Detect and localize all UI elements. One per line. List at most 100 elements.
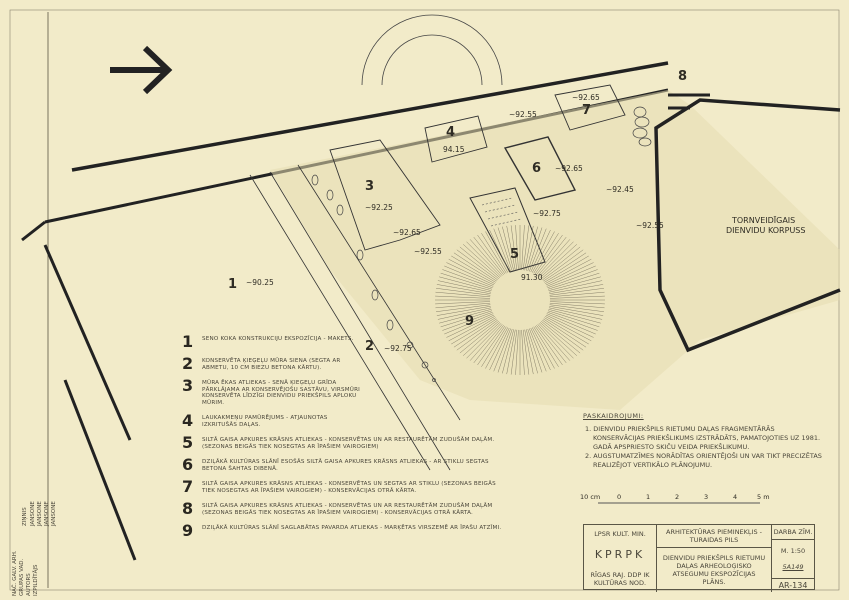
tower-building-outline [654, 98, 841, 353]
hatch-stroke [549, 306, 604, 316]
plan-number-4: 4 [446, 125, 455, 140]
post-holes [311, 174, 436, 382]
legend-item: 4 Laukakmeņu pamūrējums - atjaunotas izkr… [182, 411, 512, 430]
tower-arc-inner [381, 34, 483, 86]
hatch-stroke [529, 228, 547, 272]
hatch-stroke [546, 265, 596, 287]
tower-arc-outer [361, 14, 503, 86]
legend-number: 4 [182, 411, 194, 430]
hatch-stroke [510, 329, 518, 375]
hatch-stroke [545, 262, 594, 286]
elevation-mark: 94.15 [443, 145, 465, 154]
column-head: Darba zīm. [772, 525, 814, 540]
hatch-stroke [442, 312, 493, 331]
hatch-stroke [439, 309, 492, 324]
elevation-mark: ~92.65 [572, 93, 600, 102]
hatch-stroke [473, 236, 504, 275]
hatch-stroke [453, 252, 497, 282]
hatch-stroke [493, 328, 511, 372]
hatch-stroke [548, 307, 603, 320]
stamp-head: Ziņnis [22, 507, 28, 526]
plan-number-2: 2 [365, 339, 374, 354]
elevation-mark: ~92.75 [384, 344, 412, 353]
outer-wall-line [71, 61, 669, 172]
hatch-stroke [549, 288, 604, 296]
hatch-stroke [456, 249, 498, 281]
feature-3-outline [329, 139, 441, 251]
west-wall-line-2 [63, 379, 137, 561]
legend-item: 2Konservēta ķieģeļu mūra siena (segta ar… [182, 356, 512, 372]
legend-item: 7 Siltā gaisa apkures krāsns atliekas - k… [182, 477, 512, 496]
hatch-stroke [435, 302, 491, 309]
hatch-stroke [538, 323, 574, 359]
legend-text: Siltā gaisa apkures krāsns atliekas - ko… [202, 481, 496, 494]
legend-item: 9Dziļākā kultūras slānī saglabātas pavar… [182, 523, 512, 539]
legend-item: 6Dziļākā kultūras slānī esošās siltā gai… [182, 457, 512, 473]
legend-number: 7 [182, 477, 194, 496]
hatch-stroke [524, 225, 534, 271]
stamp-name: Jansone [51, 501, 57, 526]
hatch-stroke [446, 314, 495, 338]
stamp-name: Jansone [44, 501, 50, 526]
hatch-stroke [549, 304, 604, 312]
hatch-stroke [435, 295, 491, 299]
hatch-stroke [549, 302, 605, 309]
hatch-stroke [515, 225, 519, 271]
hatch-stroke [469, 324, 503, 361]
legend-text: Siltā gaisa apkures krāsns atliekas - ko… [202, 503, 493, 516]
hatch-stroke [549, 295, 605, 299]
hatch-stroke [456, 319, 498, 351]
hatch-stroke [451, 317, 496, 345]
plan-number-6: 6 [532, 161, 541, 176]
feature-7-outline [554, 84, 626, 131]
feature-8-stones [632, 106, 652, 147]
hatch-stroke [530, 229, 551, 273]
hatch-stroke [527, 227, 543, 272]
hatch-stroke [533, 233, 559, 274]
legend-text: Dziļākā kultūras slānī saglabātas pavard… [202, 525, 502, 531]
hatch-stroke [446, 262, 495, 286]
legend-item: 8Siltā gaisa apkures krāsns atliekas - k… [182, 501, 512, 517]
elevation-mark: ~90.25 [246, 278, 274, 287]
plan-number-3: 3 [365, 179, 374, 194]
hatch-stroke [489, 229, 510, 273]
hatch-stroke [502, 226, 514, 271]
hatch-stroke [497, 227, 513, 272]
org-district: Rīgas raj. DDP IK kultūras nod. [590, 571, 650, 587]
sheet-title: Dienvidu priekšpils rietumu daļas arheol… [662, 554, 766, 586]
west-wall-line [43, 244, 132, 441]
hatch-stroke [547, 312, 598, 331]
hatch-stroke [466, 241, 502, 277]
hatch-stroke [466, 323, 502, 359]
legend-number: 1 [182, 332, 194, 351]
drawing-scale: M. 1:50 [780, 547, 806, 556]
hatch-stroke [502, 329, 514, 374]
object-name: Arhitektūras pieminekļis - Turaidas pils [657, 525, 771, 548]
plan-number-5: 5 [510, 247, 519, 262]
hatch-stroke [547, 269, 598, 288]
scale-bar: 10 cm 0 1 2 3 4 5 m [580, 493, 770, 504]
hatch-stroke [477, 325, 506, 366]
legend-item: 1Seno koka konstrukciju ekspozīcija - ma… [182, 332, 512, 351]
hatch-stroke [515, 329, 519, 375]
elevation-mark: ~92.45 [606, 185, 634, 194]
hatch-stroke [444, 313, 494, 335]
hatch-stroke [534, 234, 563, 275]
org-kprpk: KPRPK [594, 548, 646, 561]
hatch-stroke [538, 241, 574, 277]
notes-heading: Paskaidrojumi: [583, 412, 644, 420]
stamp-name: Jansone [30, 501, 36, 526]
hatch-stroke [544, 255, 589, 283]
hatch-stroke [533, 326, 559, 367]
hatch-stroke [548, 309, 601, 324]
hatch-stroke [549, 291, 605, 298]
feature-6-shaft [503, 136, 577, 201]
stamp-name: Jansone [37, 501, 43, 526]
hatch-stroke [532, 327, 555, 369]
feature-5-outline [469, 187, 546, 273]
hatch-stroke [549, 284, 604, 294]
hatch-stroke [469, 239, 503, 276]
legend-text: Laukakmeņu pamūrējums - atjaunotas izkri… [202, 415, 328, 428]
wall2-edge-a [249, 174, 431, 471]
hatch-stroke [547, 310, 600, 328]
